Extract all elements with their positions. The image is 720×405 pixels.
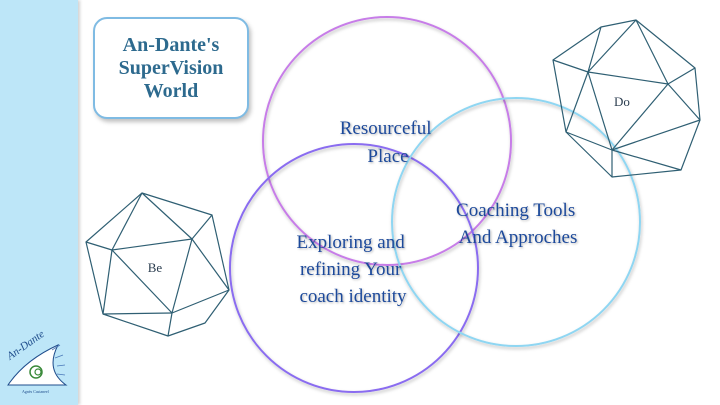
circle-resourceful-place [262,16,512,266]
logo-swirl-icon [29,365,43,379]
die-label-be: Be [148,260,163,275]
label-line: Resourceful [340,118,432,139]
label-line: Place [367,146,408,167]
die-label-do: Do [614,94,630,109]
label-coaching-tools: Coaching Tools And Approches [456,200,580,248]
icosahedron-do-icon [552,19,701,178]
label-resourceful-place: Resourceful Place [340,118,437,167]
label-line: coach identity [299,286,407,307]
label-line: Exploring and [297,232,406,253]
circle-exploring-identity [229,143,479,393]
sidebar [0,0,78,405]
an-dante-logo: An-Dante Agnès Castaneel [4,328,68,394]
circle-coaching-tools [391,97,641,347]
icosahedron-be-icon [85,192,230,337]
label-exploring-identity: Exploring and refining Your coach identi… [297,232,410,307]
title-box: An-Dante's SuperVision World [93,17,249,119]
label-line: And Approches [459,227,578,248]
label-line: Coaching Tools [456,200,575,221]
label-line: refining Your [300,259,402,280]
logo-subtext: Agnès Castaneel [22,389,50,394]
page-title: An-Dante's SuperVision World [118,33,224,102]
